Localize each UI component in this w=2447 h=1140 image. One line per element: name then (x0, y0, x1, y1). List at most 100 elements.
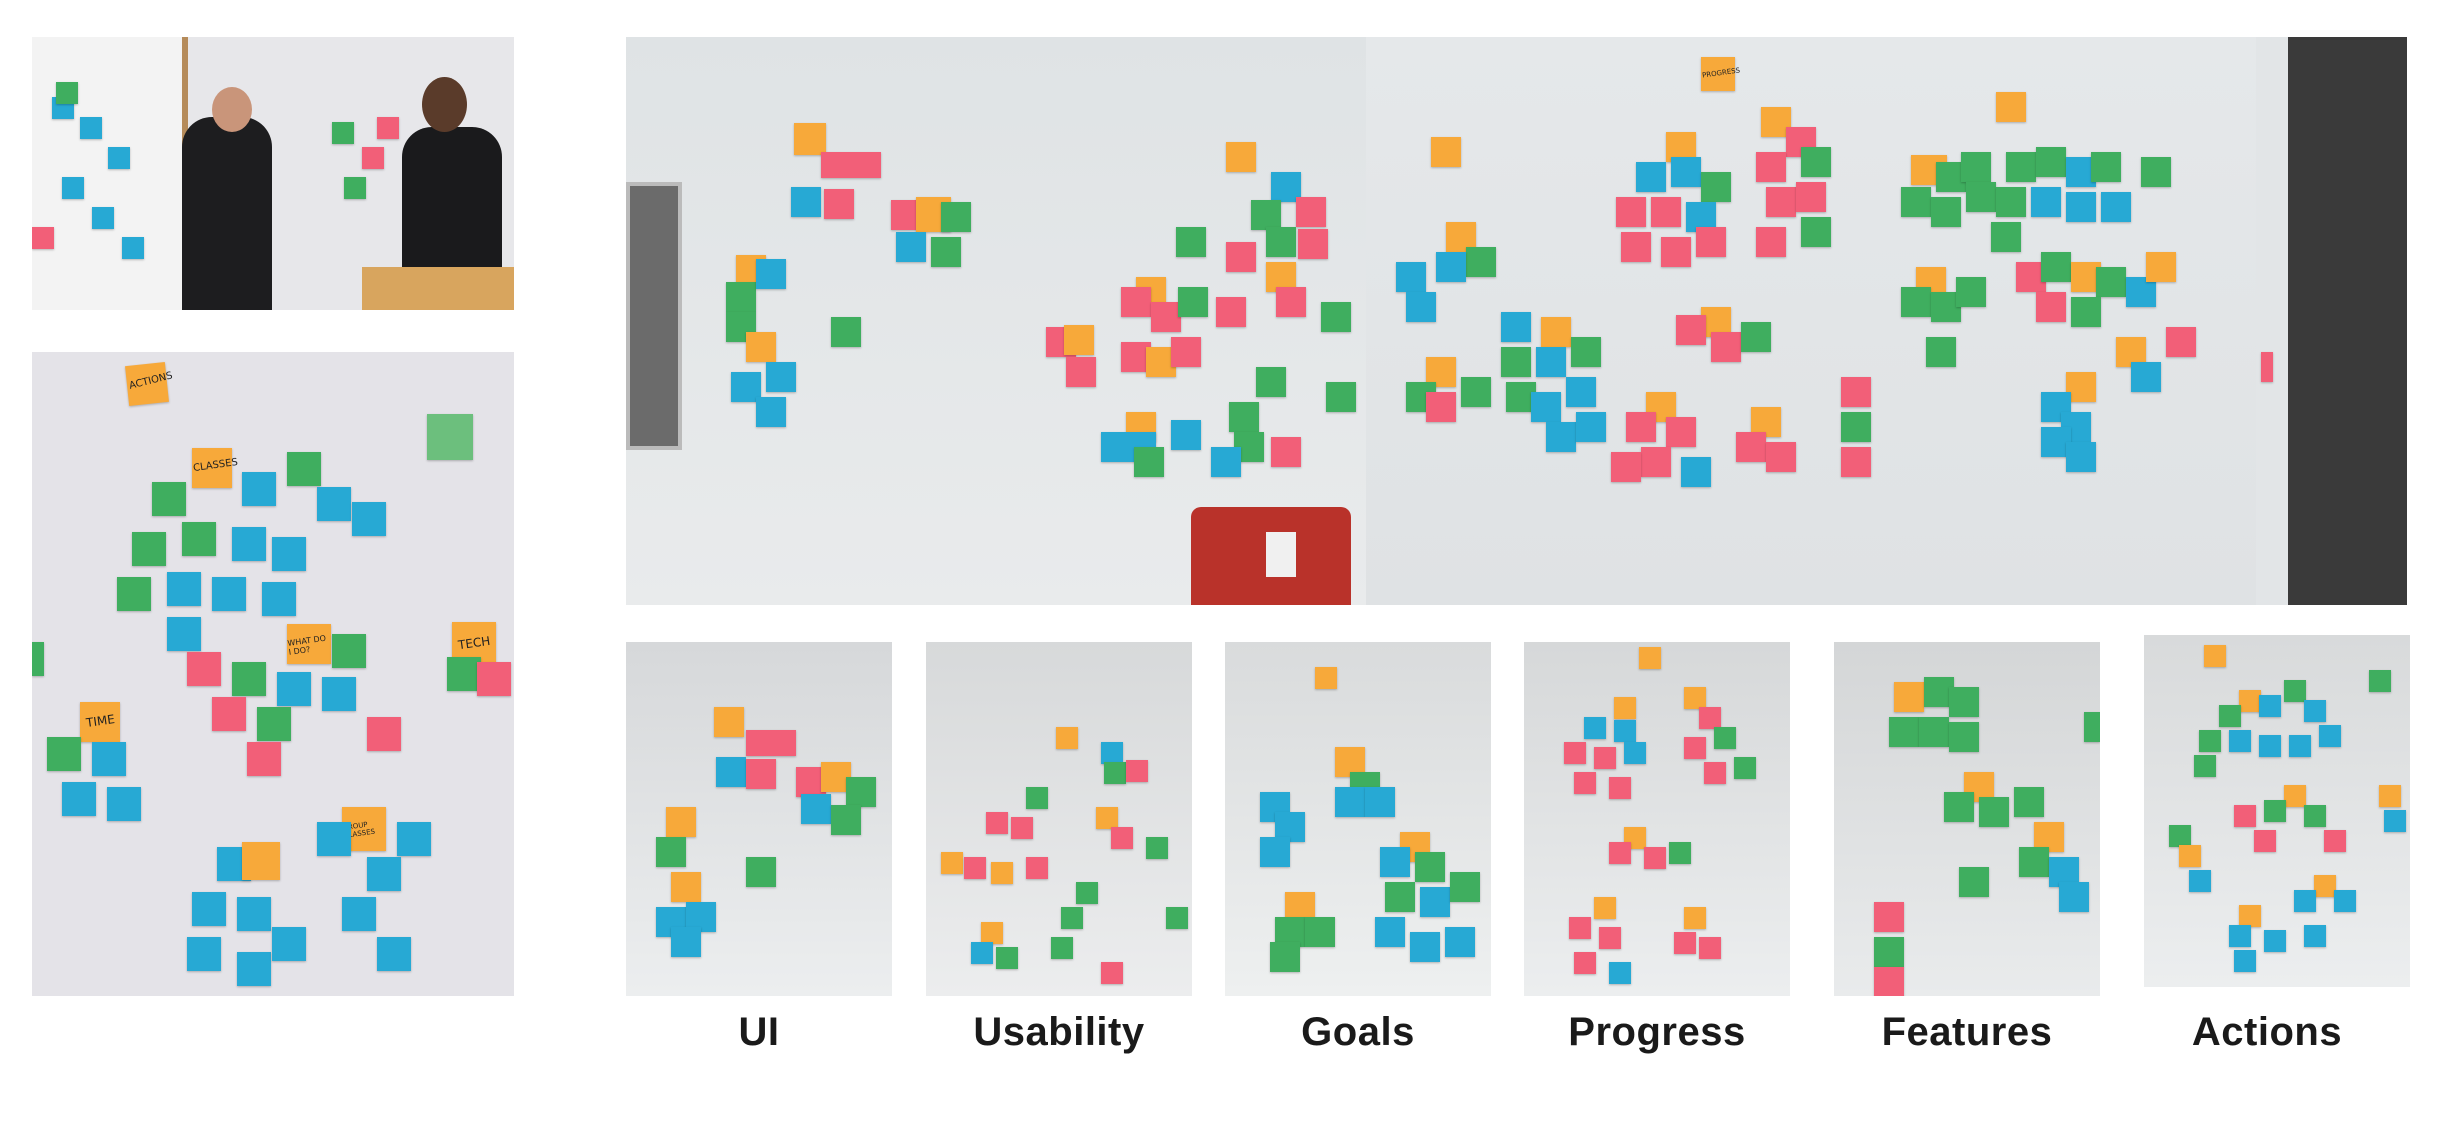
sticky-note (92, 207, 114, 229)
sticky-note (2019, 847, 2049, 877)
sticky-note (1296, 197, 1326, 227)
sticky-note (2204, 645, 2226, 667)
sticky-note (1064, 325, 1094, 355)
sticky-note (167, 617, 201, 651)
sticky-note-actions: ACTIONS (125, 362, 174, 406)
sticky-note (1961, 152, 1991, 182)
sticky-note (1026, 857, 1048, 879)
sticky-note (117, 577, 151, 611)
sticky-note (1609, 777, 1631, 799)
sticky-note (1701, 172, 1731, 202)
sticky-note (2091, 152, 2121, 182)
sticky-note (1889, 717, 1919, 747)
sticky-note (232, 527, 266, 561)
sticky-note (2234, 950, 2256, 972)
sticky-note (1684, 907, 1706, 929)
sticky-note (1415, 852, 1445, 882)
sticky-note (2036, 147, 2066, 177)
sticky-note (1996, 187, 2026, 217)
sticky-note (107, 787, 141, 821)
sticky-note (277, 672, 311, 706)
sticky-note (2219, 705, 2241, 727)
sticky-note (1121, 287, 1151, 317)
sticky-note (2229, 925, 2251, 947)
sticky-note (1426, 392, 1456, 422)
sticky-note (1796, 182, 1826, 212)
sticky-note (352, 502, 386, 536)
sticky-note (1874, 967, 1904, 996)
sticky-note (1101, 742, 1123, 764)
sticky-note (2259, 695, 2281, 717)
photo-goals-cluster (1225, 642, 1491, 996)
sticky-note (332, 122, 354, 144)
sticky-note (62, 177, 84, 199)
sticky-note (726, 282, 756, 312)
caption-usability: Usability (973, 1010, 1145, 1054)
sticky-note (1614, 720, 1636, 742)
sticky-note (1966, 182, 1996, 212)
sticky-note (1271, 437, 1301, 467)
sticky-note (1684, 687, 1706, 709)
sticky-note (656, 837, 686, 867)
sticky-note (56, 82, 78, 104)
sticky-note (1171, 420, 1201, 450)
sticky-note (1536, 347, 1566, 377)
sticky-note (1216, 297, 1246, 327)
sticky-note (1949, 687, 1979, 717)
sticky-note (766, 362, 796, 392)
sticky-note (2304, 805, 2326, 827)
sticky-note (1766, 187, 1796, 217)
photo-actions-closeup: ACTIONS CLASSES WHAT DO I DO? TECH TIME … (32, 352, 514, 996)
sticky-note (192, 892, 226, 926)
sticky-note (1901, 187, 1931, 217)
sticky-note (362, 147, 384, 169)
sticky-note (801, 794, 831, 824)
sticky-note (1380, 847, 1410, 877)
sticky-note (1461, 377, 1491, 407)
sticky-note (1666, 417, 1696, 447)
sticky-note (272, 927, 306, 961)
sticky-note (1684, 737, 1706, 759)
note-text: WHAT DO I DO? (286, 633, 327, 657)
sticky-note (2194, 755, 2216, 777)
sticky-note (1431, 137, 1461, 167)
sticky-note (2254, 830, 2276, 852)
sticky-note (1699, 937, 1721, 959)
sticky-note (1061, 907, 1083, 929)
sticky-note (262, 582, 296, 616)
person-left (182, 117, 272, 310)
sticky-note (2239, 905, 2261, 927)
sticky-note (1305, 917, 1335, 947)
sticky-note (2284, 680, 2306, 702)
sticky-note (1674, 932, 1696, 954)
sticky-note (1766, 442, 1796, 472)
sticky-note (1101, 962, 1123, 984)
sticky-note (108, 147, 130, 169)
caption-ui: UI (738, 1010, 780, 1054)
sticky-note (2166, 327, 2196, 357)
sticky-note (1396, 262, 1426, 292)
sticky-note (991, 862, 1013, 884)
caption-goals: Goals (1301, 1010, 1415, 1054)
sticky-note (1681, 457, 1711, 487)
sticky-note (187, 937, 221, 971)
sticky-note (1756, 227, 1786, 257)
sticky-note (1599, 927, 1621, 949)
sticky-note-what-do-i-do: WHAT DO I DO? (287, 624, 331, 664)
note-text: PROGRESS (1701, 66, 1741, 80)
sticky-note (92, 742, 126, 776)
sticky-note (1949, 722, 1979, 752)
photo-ui-cluster (626, 642, 892, 996)
sticky-note (1066, 357, 1096, 387)
sticky-note (941, 852, 963, 874)
sticky-note (182, 522, 216, 556)
sticky-note (1841, 447, 1871, 477)
sticky-note (941, 202, 971, 232)
sticky-note (247, 742, 281, 776)
sticky-note (1956, 277, 1986, 307)
sticky-note (132, 532, 166, 566)
sticky-note (1584, 717, 1606, 739)
sticky-note (1466, 247, 1496, 277)
sticky-note (1410, 932, 1440, 962)
sticky-note-classes: CLASSES (192, 448, 239, 488)
